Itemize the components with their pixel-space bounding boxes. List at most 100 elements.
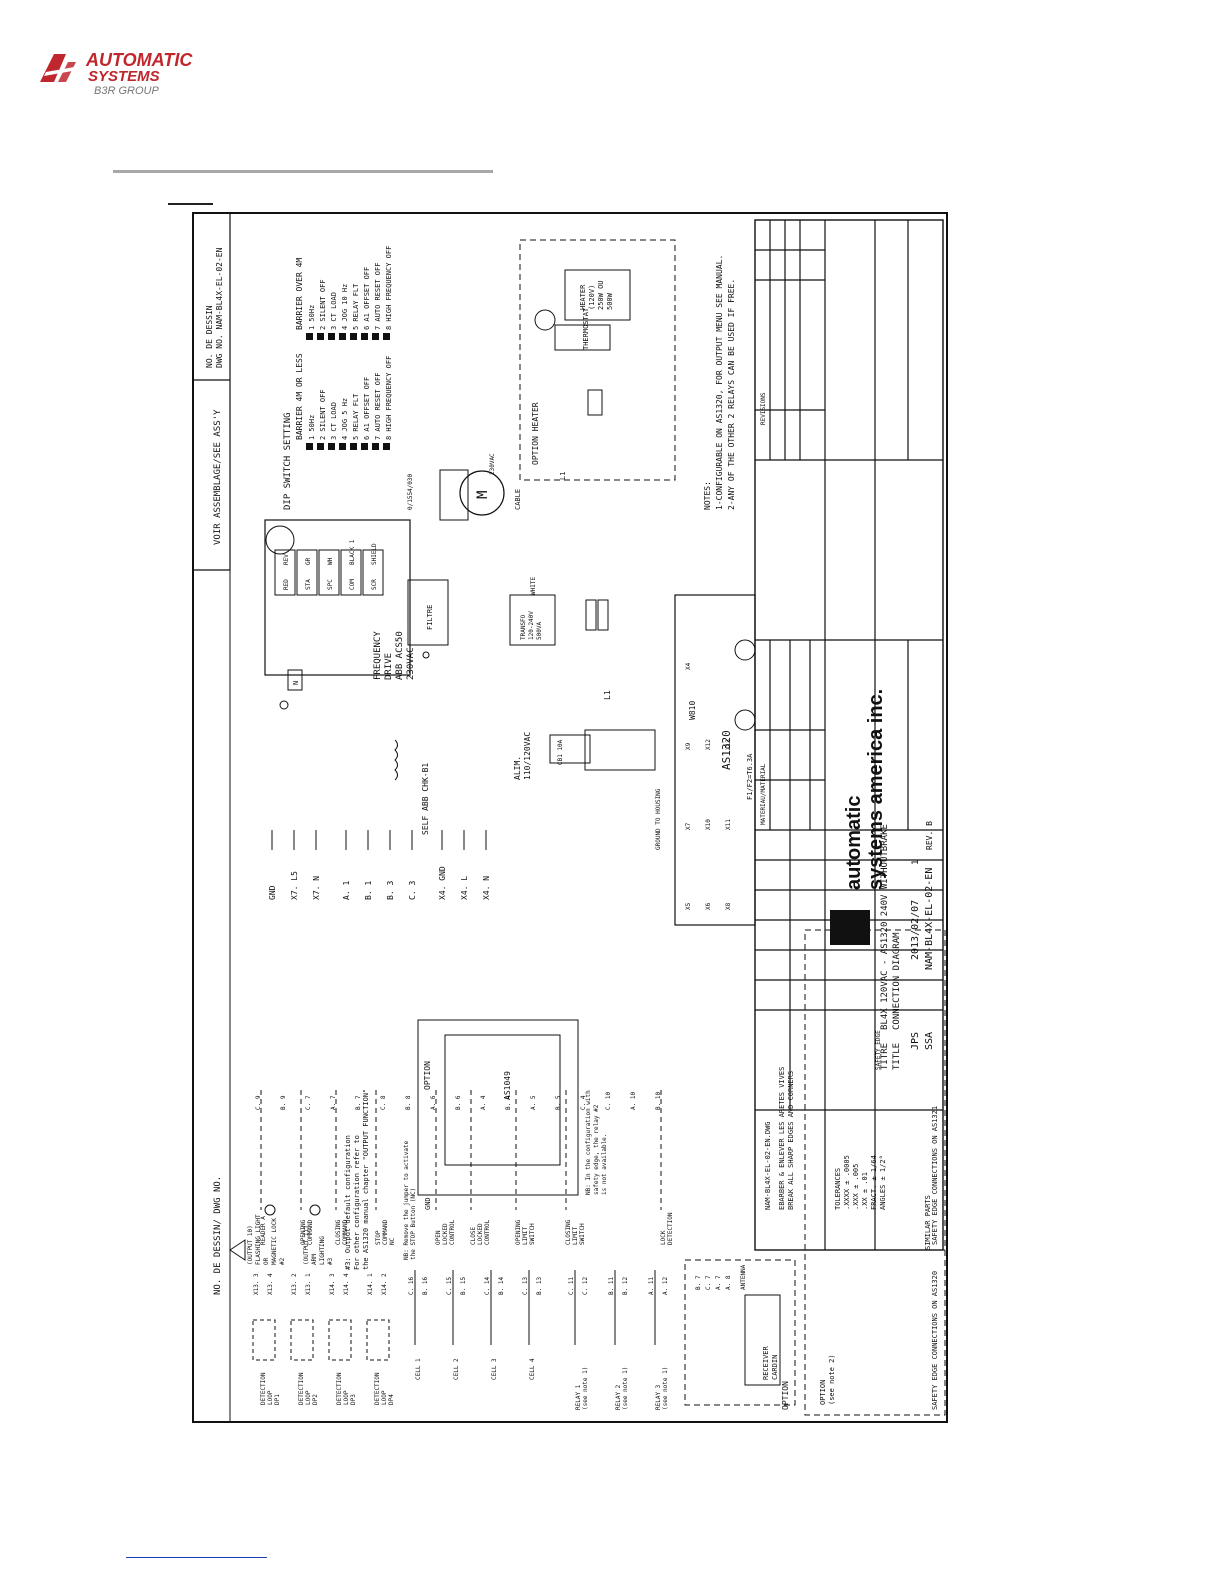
receiver-option: RECEIVERCARDIN OPTION ANTENNA [684, 1259, 796, 1410]
materials-label: MATERIAU/MATERIAL [760, 763, 767, 825]
date-value: 2013/02/07 [910, 900, 921, 960]
board-connector: X13 [725, 739, 732, 750]
input-terminal: A. 1 [342, 881, 351, 900]
dip-le4m-title: BARRIER 4M OR LESS [295, 353, 304, 440]
vertical-header: NO. DE DESSIN/ DWG NO. VOIR ASSEMBLAGE/S… [205, 247, 224, 1295]
ground-housing: GROUND TO HOUSING [655, 788, 662, 850]
as1049-label: AS1049 [503, 1071, 512, 1100]
warning-triangle [229, 1239, 246, 1261]
alim-label: ALIM.110/120VAC [513, 732, 532, 780]
brand-line3: B3R GROUP [94, 85, 159, 97]
detection-loop-label: DETECTIONLOOPDP1 [260, 1372, 281, 1405]
middle-terminal: C. 7 [305, 1095, 312, 1110]
dip-gt4m-title: BARRIER OVER 4M [295, 258, 304, 330]
input-terminal: B. 3 [386, 881, 395, 900]
middle-terminal: A. 5 [530, 1095, 537, 1110]
output-note: #3: Output default configurationFor othe… [344, 1089, 370, 1270]
relay-terminal: B. 12 [622, 1277, 629, 1295]
footer-link-underline[interactable] [126, 1557, 267, 1558]
board-connector: X10 [705, 819, 712, 830]
drive-terminal-b: GR [305, 557, 312, 565]
as1049-option-label: OPTION [423, 1061, 432, 1090]
detection-loop-label: DETECTIONLOOPDP2 [298, 1372, 319, 1405]
motor-spec: 0/1554/030 [407, 473, 414, 510]
choke-label: SELF ABB CHK-B1 [421, 763, 430, 835]
relay-terminal: A. 11 [648, 1277, 655, 1295]
drive-terminal-b: SHIELD [371, 543, 378, 565]
input-function-label: CLOSINGLIMITSWITCH [565, 1219, 586, 1245]
dip-gt4m-item: 3 CT LOAD [330, 292, 338, 330]
dip-gt4m-item: 6 A1 OFFSET OFF [363, 267, 371, 330]
input-function-label: CLOSELOCKEDCONTROL [470, 1219, 491, 1245]
w810-label: W810 [688, 701, 697, 720]
dip-le4m-item: 2 SILENT OFF [319, 389, 327, 440]
drive-label: FREQUENCY DRIVE ABB ACS50 230VAC [373, 626, 416, 680]
power-input: ALIM.110/120VAC CB1 10A GROUND TO HOUSIN… [513, 690, 697, 850]
cell-terminal: B. 16 [422, 1277, 429, 1295]
middle-terminal: C. 8 [380, 1095, 387, 1110]
edges-note: EBARBER & ENLEVER LES ARETES VIVES BREAK… [778, 1062, 795, 1210]
motor: M CABLE 230VAC 0/1554/030 [407, 453, 522, 521]
middle-terminal: C. 9 [255, 1095, 262, 1110]
antenna-label: ANTENNA [740, 1264, 747, 1290]
safety-option: OPTION(see note 2) [819, 1354, 836, 1405]
detection-terminal: X14. 4 [343, 1273, 350, 1295]
input-terminal: X7. N [312, 876, 321, 900]
relay-label: RELAY 1(see note 1) [575, 1367, 589, 1410]
receiver-terminal: A. 8 [725, 1275, 732, 1290]
title-value: BL4X 120VAC - AS1320 240V WITHOUTBRAKE C… [880, 819, 902, 1030]
middle-terminal: A. 10 [630, 1092, 637, 1110]
notes: NOTES: 1-CONFIGURABLE ON AS1320, FOR OUT… [703, 255, 736, 510]
thermostat-label: THERMOSTAT [582, 307, 590, 350]
cell-terminal: B. 14 [498, 1277, 505, 1295]
dip-switch-settings: DIP SWITCH SETTING BARRIER 4M OR LESS BA… [283, 246, 393, 510]
relay-terminal: B. 11 [608, 1277, 615, 1295]
dip-le4m-item: 6 A1 OFFSET OFF [363, 377, 371, 440]
board-connector: X7 [685, 822, 692, 830]
motor-cable: CABLE [514, 489, 522, 510]
dip-le4m-item: 4 JOG 5 Hz [341, 398, 349, 440]
dwg-no-top-line2: DWG NO. NAM-BL4X-EL-02-EN [215, 247, 224, 368]
dip-gt4m-item: 8 HIGH FREQUENCY OFF [385, 246, 393, 330]
as1049-gnd: GND [424, 1197, 432, 1210]
cell-terminal: C. 13 [522, 1277, 529, 1295]
relay-terminal: C. 12 [582, 1277, 589, 1295]
checked-by: SSA [924, 1032, 935, 1050]
input-terminal: X4. L [460, 876, 469, 900]
header-rule [113, 170, 493, 173]
dip-le4m-item: 7 AUTO RESET OFF [374, 373, 382, 440]
board-connector: X6 [705, 902, 712, 910]
cell-terminal: C. 14 [484, 1277, 491, 1295]
notes-title: NOTES: [703, 481, 712, 510]
drive-terminal: STA [305, 579, 312, 590]
input-function-label: CLOSINGCOMMAND [335, 1219, 349, 1245]
motor-voltage: 230VAC [489, 453, 496, 475]
middle-terminal: B. 4 [505, 1095, 512, 1110]
receiver-terminal: C. 7 [705, 1275, 712, 1290]
assembly-label: VOIR ASSEMBLAGE/SEE ASS'Y [213, 409, 223, 545]
receiver-option-label: OPTION [781, 1381, 790, 1410]
section-mark [168, 203, 213, 205]
dip-gt4m-item: 4 JOG 10 Hz [341, 284, 349, 330]
transfo-white: WHITE [530, 577, 537, 595]
heater-label: HEATER(120V)250W OU500W [579, 280, 614, 310]
board-connector: X9 [685, 742, 692, 750]
dwg-value: NAM-BL4X-EL-02-EN [924, 868, 935, 970]
dwg-no-label: NO. DE DESSIN/ DWG NO. [213, 1176, 223, 1295]
board-fuses: F1/F2=T6.3A [746, 753, 754, 800]
receiver-terminal: A. 7 [715, 1275, 722, 1290]
drive-terminal-b: WH [327, 557, 334, 565]
input-terminal: X4. GND [438, 866, 447, 900]
detection-terminal: X13. 1 [305, 1273, 312, 1295]
cell-label: CELL 3 [491, 1358, 498, 1380]
detection-loop-label: DETECTIONLOOPDP3 [336, 1372, 357, 1405]
safety-bottom-left: SAFETY EDGE CONNECTIONS ON AS1320 [931, 1271, 939, 1410]
as1049-option: AS1049 OPTION GND NB: In the configurati… [417, 1019, 608, 1210]
safety-edge-label: SAFETY EDGE [875, 1030, 882, 1070]
note-1: 1-CONFIGURABLE ON AS1320, FOR OUTPUT MEN… [715, 255, 724, 510]
drive-terminal: SPC [327, 579, 334, 590]
cell-terminal: C. 16 [408, 1277, 415, 1295]
